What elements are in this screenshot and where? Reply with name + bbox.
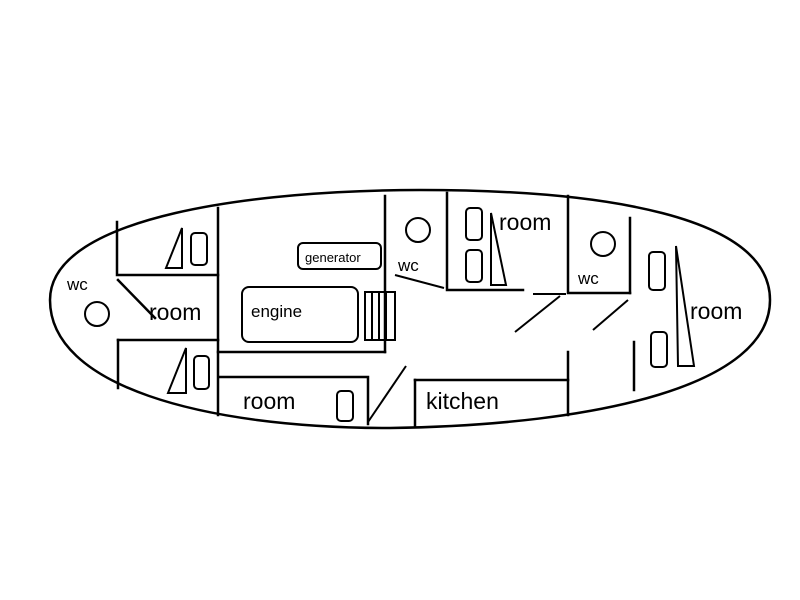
- label-kitchen: kitchen: [426, 388, 499, 414]
- center-wc: [394, 191, 525, 292]
- locker-top-left-icon: [190, 232, 208, 266]
- label-generator: generator: [305, 250, 361, 265]
- door-bottom-room: [367, 365, 407, 423]
- right-section: [514, 194, 696, 392]
- label-wc-center: wc: [397, 256, 419, 275]
- generator-box: [297, 242, 382, 270]
- label-wc-right: wc: [577, 269, 599, 288]
- engine-box: [241, 286, 359, 343]
- left-cabins: [84, 206, 220, 417]
- locker-center-top-icon: [465, 207, 483, 241]
- bunk-top-left-icon: [164, 227, 183, 269]
- label-wc-left: wc: [66, 275, 88, 294]
- bunk-bottom-left-icon: [166, 347, 187, 394]
- hull-outline: [48, 188, 772, 430]
- lower-cabins: [218, 350, 570, 428]
- label-engine: engine: [251, 302, 302, 321]
- toilet-left-icon: [84, 301, 110, 327]
- stairs-icon: [364, 291, 396, 341]
- label-room-left: room: [149, 299, 201, 325]
- toilet-center-icon: [405, 217, 431, 243]
- locker-right-bottom-icon: [650, 331, 668, 368]
- locker-bottom-left-icon: [193, 355, 210, 390]
- label-room-top: room: [499, 209, 551, 235]
- label-room-right: room: [690, 298, 742, 324]
- label-room-bottom: room: [243, 388, 295, 414]
- bunk-right-icon: [675, 245, 696, 367]
- engine-room: [216, 194, 396, 354]
- bunk-center-icon: [490, 212, 508, 286]
- toilet-right-icon: [590, 231, 616, 257]
- locker-right-top-icon: [648, 251, 666, 291]
- locker-bottom-room-icon: [336, 390, 354, 422]
- locker-center-bottom-icon: [465, 249, 483, 283]
